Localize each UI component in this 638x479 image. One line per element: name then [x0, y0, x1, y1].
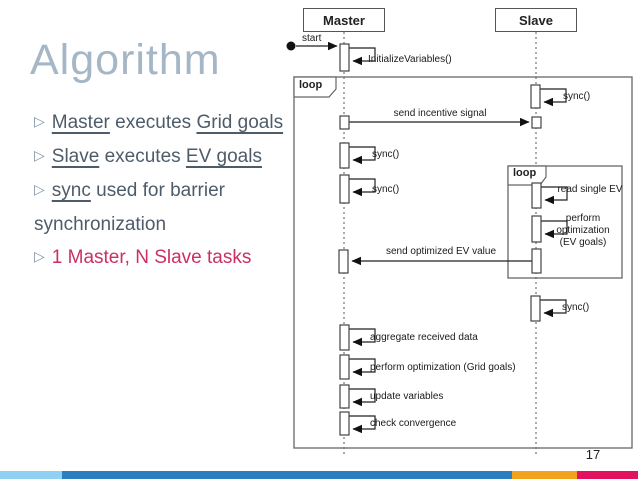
message-label-perform-opt-ev: perform optimization (EV goals) — [556, 213, 610, 248]
bullet-text: Grid goals — [196, 112, 284, 133]
loop-label-inner: loop — [513, 167, 537, 179]
actor-box-master: Master — [303, 8, 385, 32]
selfloop-initialize — [349, 47, 376, 66]
activation-bar — [339, 384, 350, 409]
selfloop-master-sync-1 — [349, 146, 376, 165]
activation-bar — [339, 174, 350, 204]
activation-bar — [338, 249, 349, 274]
bullet-triangle-icon: ▷ — [34, 113, 45, 129]
bullet-text: executes — [109, 112, 197, 133]
loop-frame-inner-tab — [507, 165, 547, 186]
selfloop-slave-sync-bottom — [540, 299, 567, 318]
bullet-text: EV goals — [185, 146, 262, 167]
slide-title: Algorithm — [30, 36, 221, 84]
bullet-text: used for barrier synchronization — [34, 180, 225, 235]
bullet-text: 1 Master, N Slave tasks — [51, 247, 252, 268]
message-label-send-incentive: send incentive signal — [393, 108, 487, 119]
loop-frame-outer-tab — [293, 76, 337, 98]
selfloop-aggregate — [349, 328, 376, 347]
selfloop-check-convergence — [349, 415, 376, 434]
loop-frame-outer — [293, 76, 633, 449]
message-label-start: start — [302, 33, 322, 44]
loop-label-outer: loop — [299, 79, 323, 91]
bullet-item-slave-ev: ▷ Slave executes EV goals — [34, 140, 284, 174]
footer-bar-segment-orange — [512, 471, 577, 479]
selfloop-update-variables — [349, 388, 376, 407]
activation-bar — [531, 116, 542, 129]
actor-box-slave: Slave — [495, 8, 577, 32]
message-label-master-sync-2: sync() — [372, 184, 400, 195]
activation-bar — [531, 248, 542, 274]
bullet-text: Slave — [51, 146, 100, 167]
page-number: 17 — [585, 447, 601, 462]
bullet-triangle-icon: ▷ — [34, 248, 45, 264]
loop-frame-inner — [507, 165, 623, 279]
activation-bar — [339, 354, 350, 380]
message-label-initialize: InitializeVariables() — [368, 54, 452, 65]
message-label-check-convergence: check convergence — [370, 418, 457, 429]
selfloop-perform-ev — [541, 220, 568, 239]
message-label-slave-sync-top: sync() — [563, 91, 591, 102]
activation-bar — [530, 84, 541, 109]
message-label-update-variables: update variables — [370, 391, 444, 402]
activation-bar — [531, 182, 542, 209]
activation-bar — [339, 43, 350, 72]
selfloop-read-ev — [541, 186, 568, 205]
activation-bar — [339, 324, 350, 351]
activation-bar — [339, 411, 350, 436]
activation-bar — [339, 142, 350, 169]
selfloop-slave-sync-top — [540, 88, 567, 107]
start-node-icon — [286, 41, 296, 51]
bullet-item-tasks: ▷ 1 Master, N Slave tasks — [34, 241, 284, 275]
bullet-triangle-icon: ▷ — [34, 181, 45, 197]
bullet-triangle-icon: ▷ — [34, 147, 45, 163]
bullet-text: executes — [99, 146, 186, 167]
bullet-item-master-grid: ▷ Master executes Grid goals — [34, 106, 284, 140]
message-label-aggregate: aggregate received data — [370, 332, 478, 343]
selfloop-perform-grid — [349, 358, 376, 377]
activation-bar — [339, 115, 350, 130]
message-label-send-optimized: send optimized EV value — [385, 246, 497, 257]
message-label-slave-sync-bottom: sync() — [562, 302, 590, 313]
message-label-read-single-ev: read single EV — [557, 184, 623, 195]
bullet-list: ▷ Master executes Grid goals ▷ Slave execu… — [34, 106, 284, 275]
activation-bar — [530, 295, 541, 322]
footer-bar-segment-blue — [62, 471, 512, 479]
message-label-master-sync-1: sync() — [372, 149, 400, 160]
bullet-text: sync — [51, 180, 91, 201]
bullet-item-sync-barrier: ▷ sync used for barrier synchronization — [34, 174, 284, 241]
selfloop-master-sync-2 — [349, 178, 376, 197]
activation-bar — [531, 215, 542, 243]
message-label-perform-opt-grid: perform optimization (Grid goals) — [370, 362, 516, 373]
footer-bar-segment-pink — [577, 471, 638, 479]
bullet-text: Master — [51, 112, 110, 133]
footer-bar-segment-lightblue — [0, 471, 62, 479]
